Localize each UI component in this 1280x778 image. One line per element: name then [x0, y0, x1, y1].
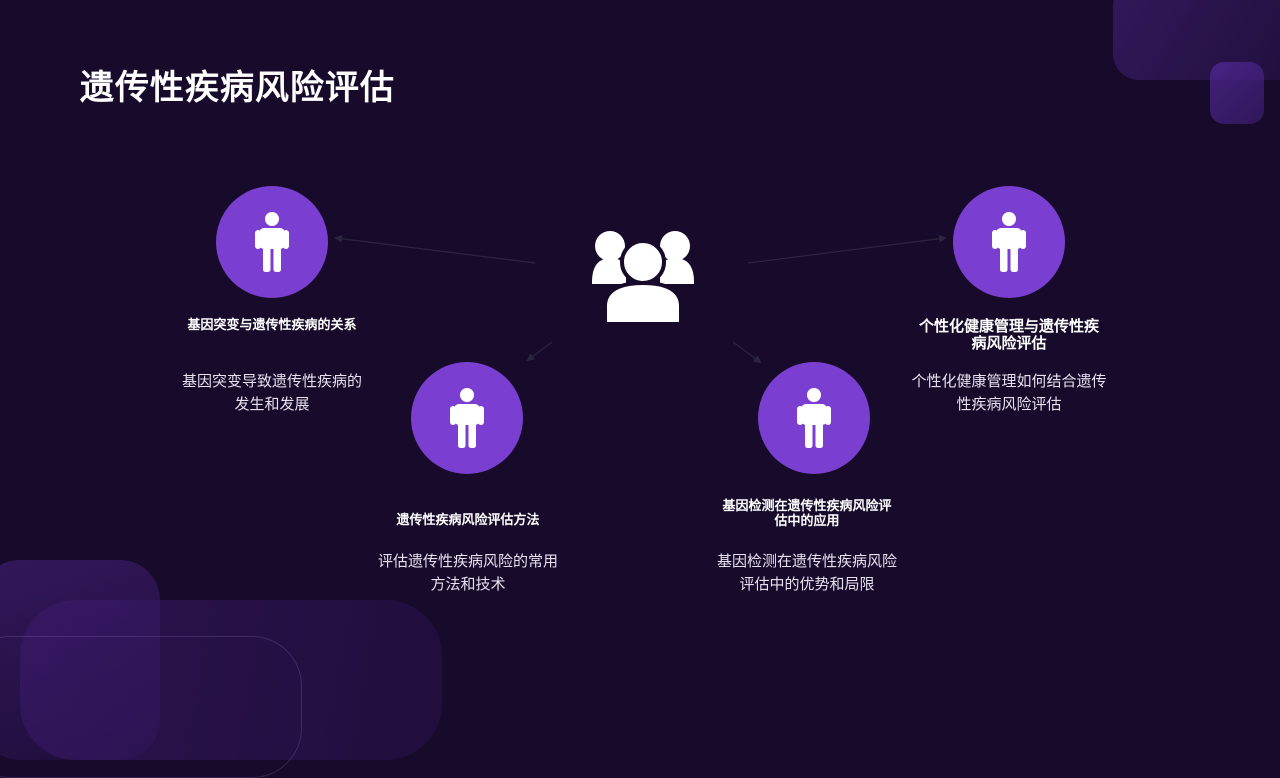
- item-4-circle: [953, 186, 1065, 298]
- users-group-icon: [590, 228, 696, 326]
- decor-shape-top-right: [1113, 0, 1280, 80]
- item-1-description: 基因突变导致遗传性疾病的发生和发展: [181, 372, 362, 413]
- item-3-circle: [758, 362, 870, 474]
- item-4-description: 个性化健康管理如何结合遗传性疾病风险评估: [911, 372, 1107, 413]
- decor-shape-bottom-left-wide: [20, 600, 442, 760]
- item-2-circle: [411, 362, 523, 474]
- item-1-circle: [216, 186, 328, 298]
- arrow-to-item-4: [747, 234, 947, 264]
- person-icon: [449, 388, 485, 448]
- person-icon: [796, 388, 832, 448]
- decor-shape-bottom-left: [0, 560, 160, 760]
- arrow-to-item-2: [526, 341, 553, 362]
- decor-shape-top-right-small: [1210, 62, 1264, 124]
- arrow-to-item-1: [334, 234, 536, 264]
- decor-outline-bottom-left: [0, 636, 302, 778]
- arrow-to-item-3: [732, 341, 762, 364]
- person-icon: [991, 212, 1027, 272]
- item-1-heading: 基因突变与遗传性疾病的关系: [187, 318, 357, 333]
- item-2-heading: 遗传性疾病风险评估方法: [396, 513, 540, 528]
- item-3-heading: 基因检测在遗传性疾病风险评估中的应用: [722, 499, 892, 529]
- item-2-description: 评估遗传性疾病风险的常用方法和技术: [377, 552, 558, 593]
- item-3-description: 基因检测在遗传性疾病风险评估中的优势和局限: [716, 552, 897, 593]
- person-icon: [254, 212, 290, 272]
- item-4-heading: 个性化健康管理与遗传性疾病风险评估: [918, 317, 1099, 352]
- page-title: 遗传性疾病风险评估: [80, 68, 395, 108]
